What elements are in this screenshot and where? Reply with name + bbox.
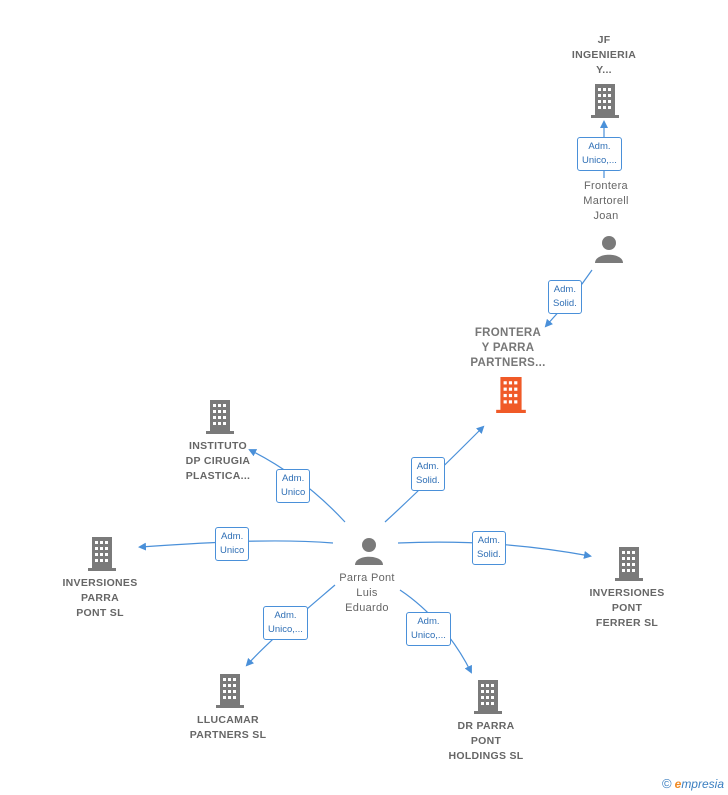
badge-line: Adm. — [416, 461, 439, 472]
node-label-frontera-parra[interactable]: FRONTERA Y PARRA PARTNERS... — [448, 326, 568, 371]
label-line: PARTNERS... — [470, 357, 546, 369]
badge-line: Solid. — [553, 298, 577, 309]
label-line: INSTITUTO — [189, 440, 247, 452]
node-label-jf[interactable]: JF INGENIERIA Y... — [554, 33, 654, 78]
badge-line: Unico — [281, 487, 306, 498]
label-line: Martorell — [583, 195, 629, 207]
badge-line: Unico,... — [411, 630, 446, 641]
node-label-llucamar[interactable]: LLUCAMAR PARTNERS SL — [178, 713, 278, 743]
label-line: LLUCAMAR — [197, 714, 259, 726]
label-line: Y... — [596, 64, 612, 76]
node-label-inversiones-parra[interactable]: INVERSIONES PARRA PONT SL — [50, 576, 150, 621]
person-icon[interactable] — [354, 536, 384, 566]
building-icon[interactable] — [88, 537, 116, 571]
label-line: PARTNERS SL — [189, 729, 267, 741]
label-line: HOLDINGS SL — [448, 750, 524, 762]
label-line: FERRER SL — [595, 617, 659, 629]
edge-badge: Adm. Unico,... — [263, 606, 308, 640]
label-line: PONT SL — [76, 607, 124, 619]
label-line: PLASTICA... — [185, 470, 251, 482]
edge-badge: Adm. Unico,... — [577, 137, 622, 171]
badge-line: Adm. — [477, 535, 500, 546]
label-line: JF — [597, 34, 611, 46]
label-line: Luis — [356, 587, 378, 599]
label-line: INVERSIONES — [589, 587, 665, 599]
edge-badge: Adm. Solid. — [411, 457, 445, 491]
building-icon[interactable] — [615, 547, 643, 581]
node-label-instituto[interactable]: INSTITUTO DP CIRUGIA PLASTICA... — [168, 439, 268, 484]
label-line: PONT — [470, 735, 502, 747]
label-line: INVERSIONES — [62, 577, 138, 589]
label-line: PARRA — [80, 592, 120, 604]
label-line: DR PARRA — [457, 720, 515, 732]
badge-line: Adm. — [588, 141, 611, 152]
building-icon[interactable] — [206, 400, 234, 434]
label-line: Frontera — [584, 180, 628, 192]
edge-badge: Adm. Unico — [276, 469, 311, 503]
label-line: Parra Pont — [339, 572, 395, 584]
badge-line: Adm. — [221, 531, 244, 542]
badge-line: Unico,... — [582, 155, 617, 166]
node-label-parra-pont[interactable]: Parra Pont Luis Eduardo — [317, 571, 417, 616]
node-label-inversiones-ferrer[interactable]: INVERSIONES PONT FERRER SL — [577, 586, 677, 631]
building-icon[interactable] — [474, 680, 502, 714]
edge-badge: Adm. Unico,... — [406, 612, 451, 646]
person-icon[interactable] — [594, 234, 624, 264]
label-line: Joan — [593, 210, 619, 222]
badge-line: Solid. — [477, 549, 501, 560]
badge-line: Adm. — [274, 610, 297, 621]
brand-initial: e — [674, 777, 682, 791]
badge-line: Unico,... — [268, 624, 303, 635]
label-line: INGENIERIA — [571, 49, 637, 61]
edge-badge: Adm. Unico — [215, 527, 250, 561]
edge-badge: Adm. Solid. — [472, 531, 506, 565]
building-icon-focus[interactable] — [495, 377, 527, 413]
brand-name: mpresia — [681, 777, 724, 791]
badge-line: Adm. — [282, 473, 305, 484]
label-line: FRONTERA — [474, 327, 542, 339]
label-line: PONT — [611, 602, 643, 614]
node-label-dr-parra[interactable]: DR PARRA PONT HOLDINGS SL — [436, 719, 536, 764]
badge-line: Adm. — [417, 616, 440, 627]
label-line: DP CIRUGIA — [185, 455, 251, 467]
node-label-frontera-person[interactable]: Frontera Martorell Joan — [556, 179, 656, 224]
building-icon[interactable] — [591, 84, 619, 118]
edge-badge: Adm. Solid. — [548, 280, 582, 314]
copyright-symbol: © — [662, 776, 672, 791]
badge-line: Adm. — [553, 284, 576, 295]
label-line: Eduardo — [345, 602, 389, 614]
label-line: Y PARRA — [481, 342, 535, 354]
building-icon[interactable] — [216, 674, 244, 708]
brand-logo: ©empresia — [662, 776, 724, 791]
badge-line: Unico — [220, 545, 245, 556]
badge-line: Solid. — [416, 475, 440, 486]
